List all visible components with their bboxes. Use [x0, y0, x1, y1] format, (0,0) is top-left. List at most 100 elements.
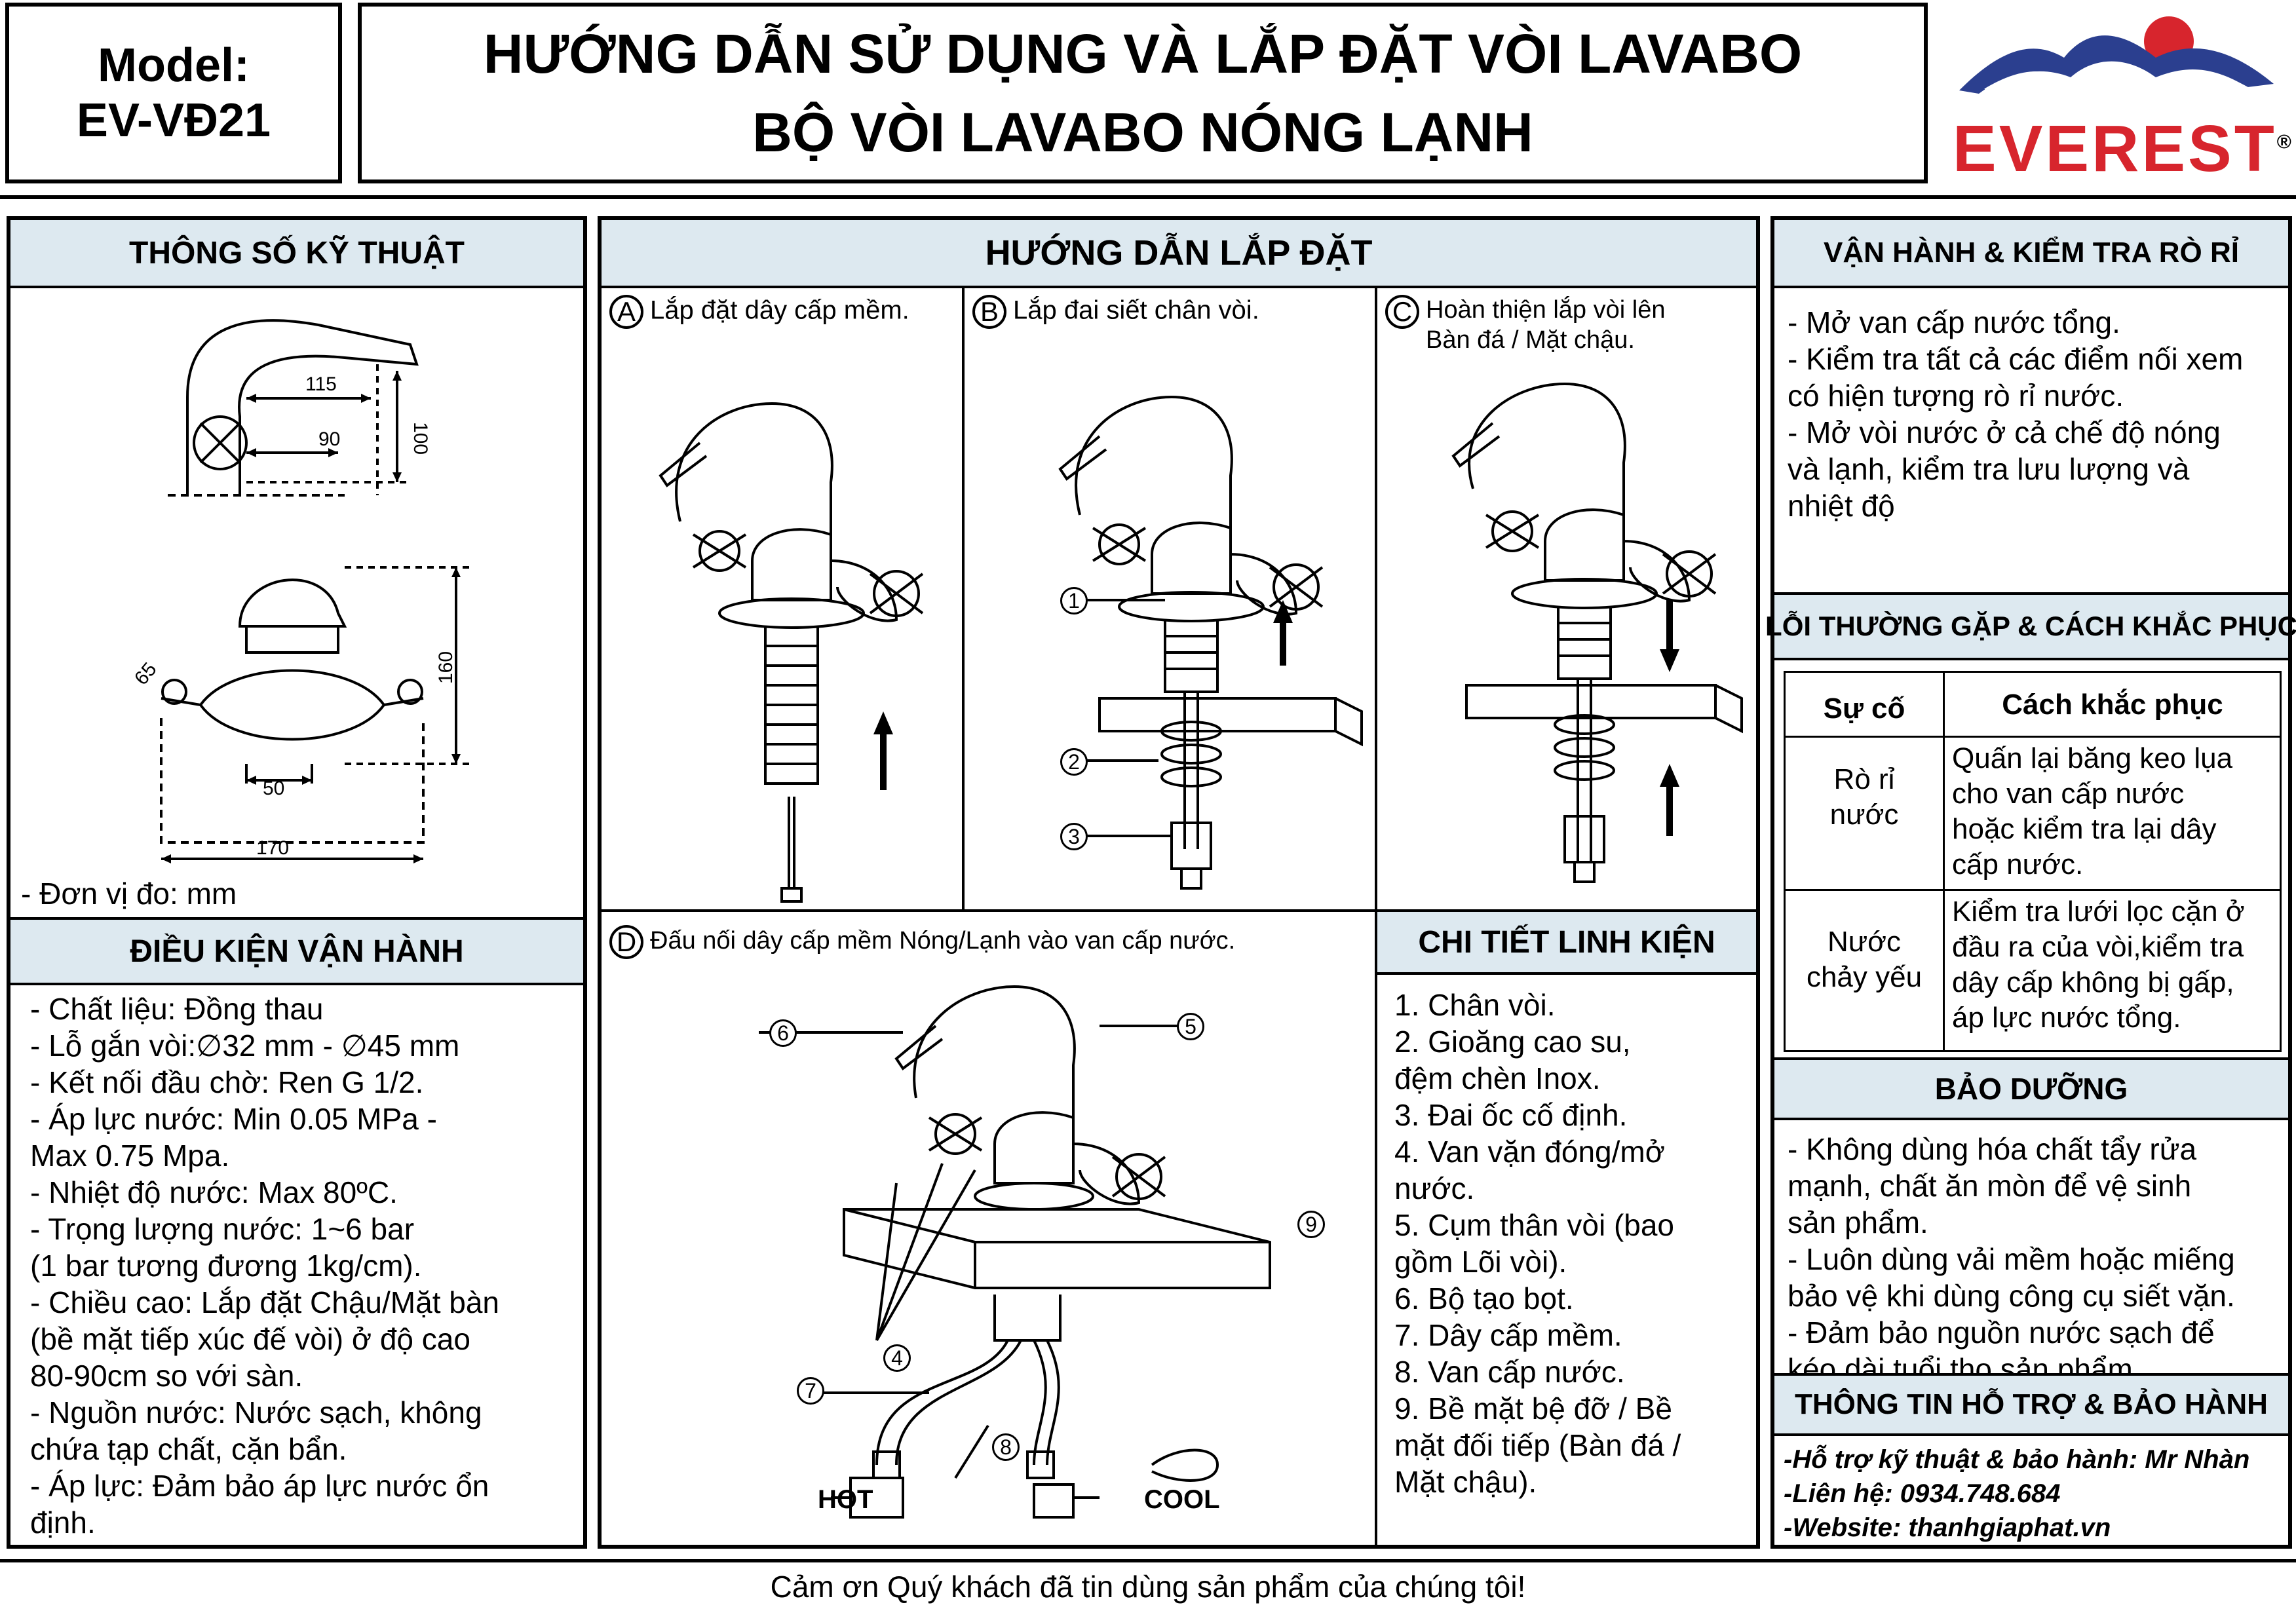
- operation-list: - Mở van cấp nước tổng. - Kiểm tra tất c…: [1788, 304, 2243, 524]
- condition-line: - Trọng lượng nước: 1~6 bar: [30, 1212, 415, 1246]
- title-box: HƯỚNG DẪN SỬ DỤNG VÀ LẮP ĐẶT VÒI LAVABO …: [358, 3, 1928, 183]
- step-c-marker: C: [1385, 295, 1419, 329]
- support-line: -Hỗ trợ kỹ thuật & bảo hành: Mr Nhàn: [1784, 1445, 2250, 1474]
- part-line: 3. Đai ốc cố định.: [1394, 1098, 1628, 1132]
- step-a-text: Lắp đặt dây cấp mềm.: [650, 295, 909, 325]
- fault-fix-line: đầu ra của vòi,kiểm tra: [1952, 931, 2244, 963]
- model-code: EV-VĐ21: [76, 94, 271, 147]
- model-box: Model: EV-VĐ21: [5, 3, 342, 183]
- specs-heading: THÔNG SỐ KỸ THUẬT: [10, 220, 583, 288]
- fault-fix-line: áp lực nước tổng.: [1952, 1002, 2181, 1034]
- specs-title: THÔNG SỐ KỸ THUẬT: [129, 235, 465, 271]
- dim-50: 50: [263, 778, 285, 799]
- condition-line: - Chiều cao: Lắp đặt Chậu/Mặt bàn: [30, 1285, 500, 1319]
- fault-issue: Nước chảy yếu: [1786, 924, 1943, 995]
- brand-text: EVEREST: [1953, 112, 2277, 185]
- step-d-text: Đấu nối dây cấp mềm Nóng/Lạnh vào van cấ…: [650, 927, 1236, 955]
- step-b-text: Lắp đai siết chân vòi.: [1013, 295, 1259, 325]
- part-line: 6. Bộ tạo bọt.: [1394, 1281, 1574, 1315]
- part-line: đệm chèn Inox.: [1394, 1061, 1601, 1095]
- table-row: Nước chảy yếu Kiểm tra lưới lọc cặn ở đầ…: [1786, 889, 2280, 1050]
- fault-issue-line: Nước: [1827, 926, 1902, 958]
- support-list: -Hỗ trợ kỹ thuật & bảo hành: Mr Nhàn -Li…: [1784, 1443, 2249, 1545]
- col-issue-header: Sự cố: [1823, 692, 1905, 725]
- part-line: 4. Van vặn đóng/mở: [1394, 1135, 1665, 1169]
- part-line: Mặt chậu).: [1394, 1465, 1537, 1499]
- conditions-list: - Chất liệu: Đồng thau - Lỗ gắn vòi:∅32 …: [30, 991, 499, 1541]
- step-a-faucet-drawing: [659, 402, 924, 903]
- callout-2: 2: [1060, 748, 1088, 776]
- step-d-faucet-drawing: [759, 985, 1271, 1519]
- fault-fix: Quấn lại băng keo lụa cho van cấp nước h…: [1952, 741, 2232, 882]
- condition-line: - Áp lực nước: Min 0.05 MPa -: [30, 1102, 437, 1136]
- dim-160: 160: [435, 651, 457, 685]
- maintenance-line: - Đảm bảo nguồn nước sạch để: [1788, 1315, 2215, 1350]
- maintenance-heading: BẢO DƯỠNG: [1774, 1057, 2288, 1120]
- support-line: -Liên hệ: 0934.748.684: [1784, 1479, 2061, 1508]
- condition-line: - Áp lực: Đảm bảo áp lực nước ổn: [30, 1469, 489, 1503]
- maintenance-line: bảo vệ khi dùng công cụ siết vặn.: [1788, 1279, 2235, 1313]
- dim-100: 100: [410, 421, 432, 455]
- fault-fix-line: dây cấp không bị gấp,: [1952, 966, 2234, 998]
- operation-line: - Mở van cấp nước tổng.: [1788, 305, 2120, 339]
- step-b-faucet-drawing: [1058, 395, 1363, 890]
- faults-table-header: Sự cố Cách khắc phục: [1786, 673, 2280, 738]
- faults-col-divider: [1943, 673, 1945, 1050]
- part-line: 7. Dây cấp mềm.: [1394, 1318, 1622, 1352]
- faucet-top-drawing: [160, 566, 469, 863]
- mountain-logo-icon: [1959, 16, 2274, 94]
- faults-title: LỖI THƯỜNG GẶP & CÁCH KHẮC PHỤC: [1765, 611, 2296, 641]
- install-heading: HƯỚNG DẪN LẮP ĐẶT: [602, 220, 1756, 288]
- part-line: 2. Gioăng cao su,: [1394, 1025, 1631, 1059]
- conditions-heading: ĐIỀU KIỆN VẬN HÀNH: [10, 917, 583, 985]
- maintenance-line: - Không dùng hóa chất tẩy rửa: [1788, 1132, 2197, 1166]
- footer-text: Cảm ơn Quý khách đã tin dùng sản phẩm củ…: [770, 1570, 1526, 1604]
- part-line: 9. Bề mặt bệ đỡ / Bề: [1394, 1391, 1672, 1426]
- faucet-side-drawing: [168, 319, 419, 497]
- parts-heading: CHI TIẾT LINH KIỆN: [1377, 912, 1756, 975]
- condition-line: (1 bar tương đương 1kg/cm).: [30, 1249, 422, 1283]
- callout-4: 4: [883, 1344, 911, 1372]
- callout-9: 9: [1297, 1211, 1325, 1238]
- operation-line: và lạnh, kiểm tra lưu lượng và: [1788, 452, 2190, 486]
- table-row: Rò rỉ nước Quấn lại băng keo lụa cho van…: [1786, 736, 2280, 891]
- faults-table: Sự cố Cách khắc phục Rò rỉ nước Quấn lại…: [1784, 671, 2282, 1052]
- part-line: 5. Cụm thân vòi (bao: [1394, 1208, 1675, 1242]
- fault-issue-line: nước: [1829, 799, 1899, 831]
- part-line: 8. Van cấp nước.: [1394, 1355, 1625, 1389]
- step-c-faucet-drawing: [1451, 382, 1743, 883]
- fault-fix: Kiểm tra lưới lọc cặn ở đầu ra của vòi,k…: [1952, 894, 2245, 1036]
- divider-row: [602, 909, 1756, 912]
- callout-8: 8: [992, 1433, 1020, 1461]
- cool-label: COOL: [1144, 1485, 1220, 1514]
- page-title: HƯỚNG DẪN SỬ DỤNG VÀ LẮP ĐẶT VÒI LAVABO: [483, 23, 1803, 85]
- fault-fix-line: cho van cấp nước: [1952, 778, 2185, 810]
- maintenance-list: - Không dùng hóa chất tẩy rửa mạnh, chất…: [1788, 1131, 2235, 1388]
- right-column: VẬN HÀNH & KIỂM TRA RÒ RỈ - Mở van cấp n…: [1765, 216, 2296, 1549]
- fault-fix-line: Quấn lại băng keo lụa: [1952, 742, 2233, 774]
- callout-5: 5: [1177, 1013, 1204, 1040]
- part-line: gồm Lõi vòi).: [1394, 1245, 1567, 1279]
- condition-line: - Nguồn nước: Nước sạch, không: [30, 1395, 482, 1429]
- fault-fix-line: cấp nước.: [1952, 848, 2084, 880]
- operation-heading: VẬN HÀNH & KIỂM TRA RÒ RỈ: [1774, 220, 2288, 288]
- step-c: C Hoàn thiện lắp vòi lên Bàn đá / Mặt ch…: [1385, 295, 1665, 355]
- fault-issue-line: chảy yếu: [1806, 961, 1923, 993]
- part-line: nước.: [1394, 1171, 1475, 1205]
- callout-6: 6: [769, 1019, 797, 1047]
- callout-7: 7: [797, 1377, 824, 1405]
- operation-line: - Kiểm tra tất cả các điểm nối xem: [1788, 342, 2244, 376]
- part-line: 1. Chân vòi.: [1394, 988, 1556, 1022]
- condition-line: 80-90cm so với sàn.: [30, 1359, 303, 1393]
- parts-title: CHI TIẾT LINH KIỆN: [1418, 924, 1715, 960]
- parts-list: 1. Chân vòi. 2. Gioăng cao su, đệm chèn …: [1394, 987, 1681, 1500]
- condition-line: (bề mặt tiếp xúc đế vòi) ở độ cao: [30, 1322, 470, 1356]
- footer-divider: [0, 1559, 2296, 1562]
- dim-170: 170: [256, 837, 290, 859]
- support-line: -Website: thanhgiaphat.vn: [1784, 1513, 2111, 1542]
- maintenance-title: BẢO DƯỠNG: [1934, 1072, 2128, 1106]
- step-b-marker: B: [972, 295, 1006, 329]
